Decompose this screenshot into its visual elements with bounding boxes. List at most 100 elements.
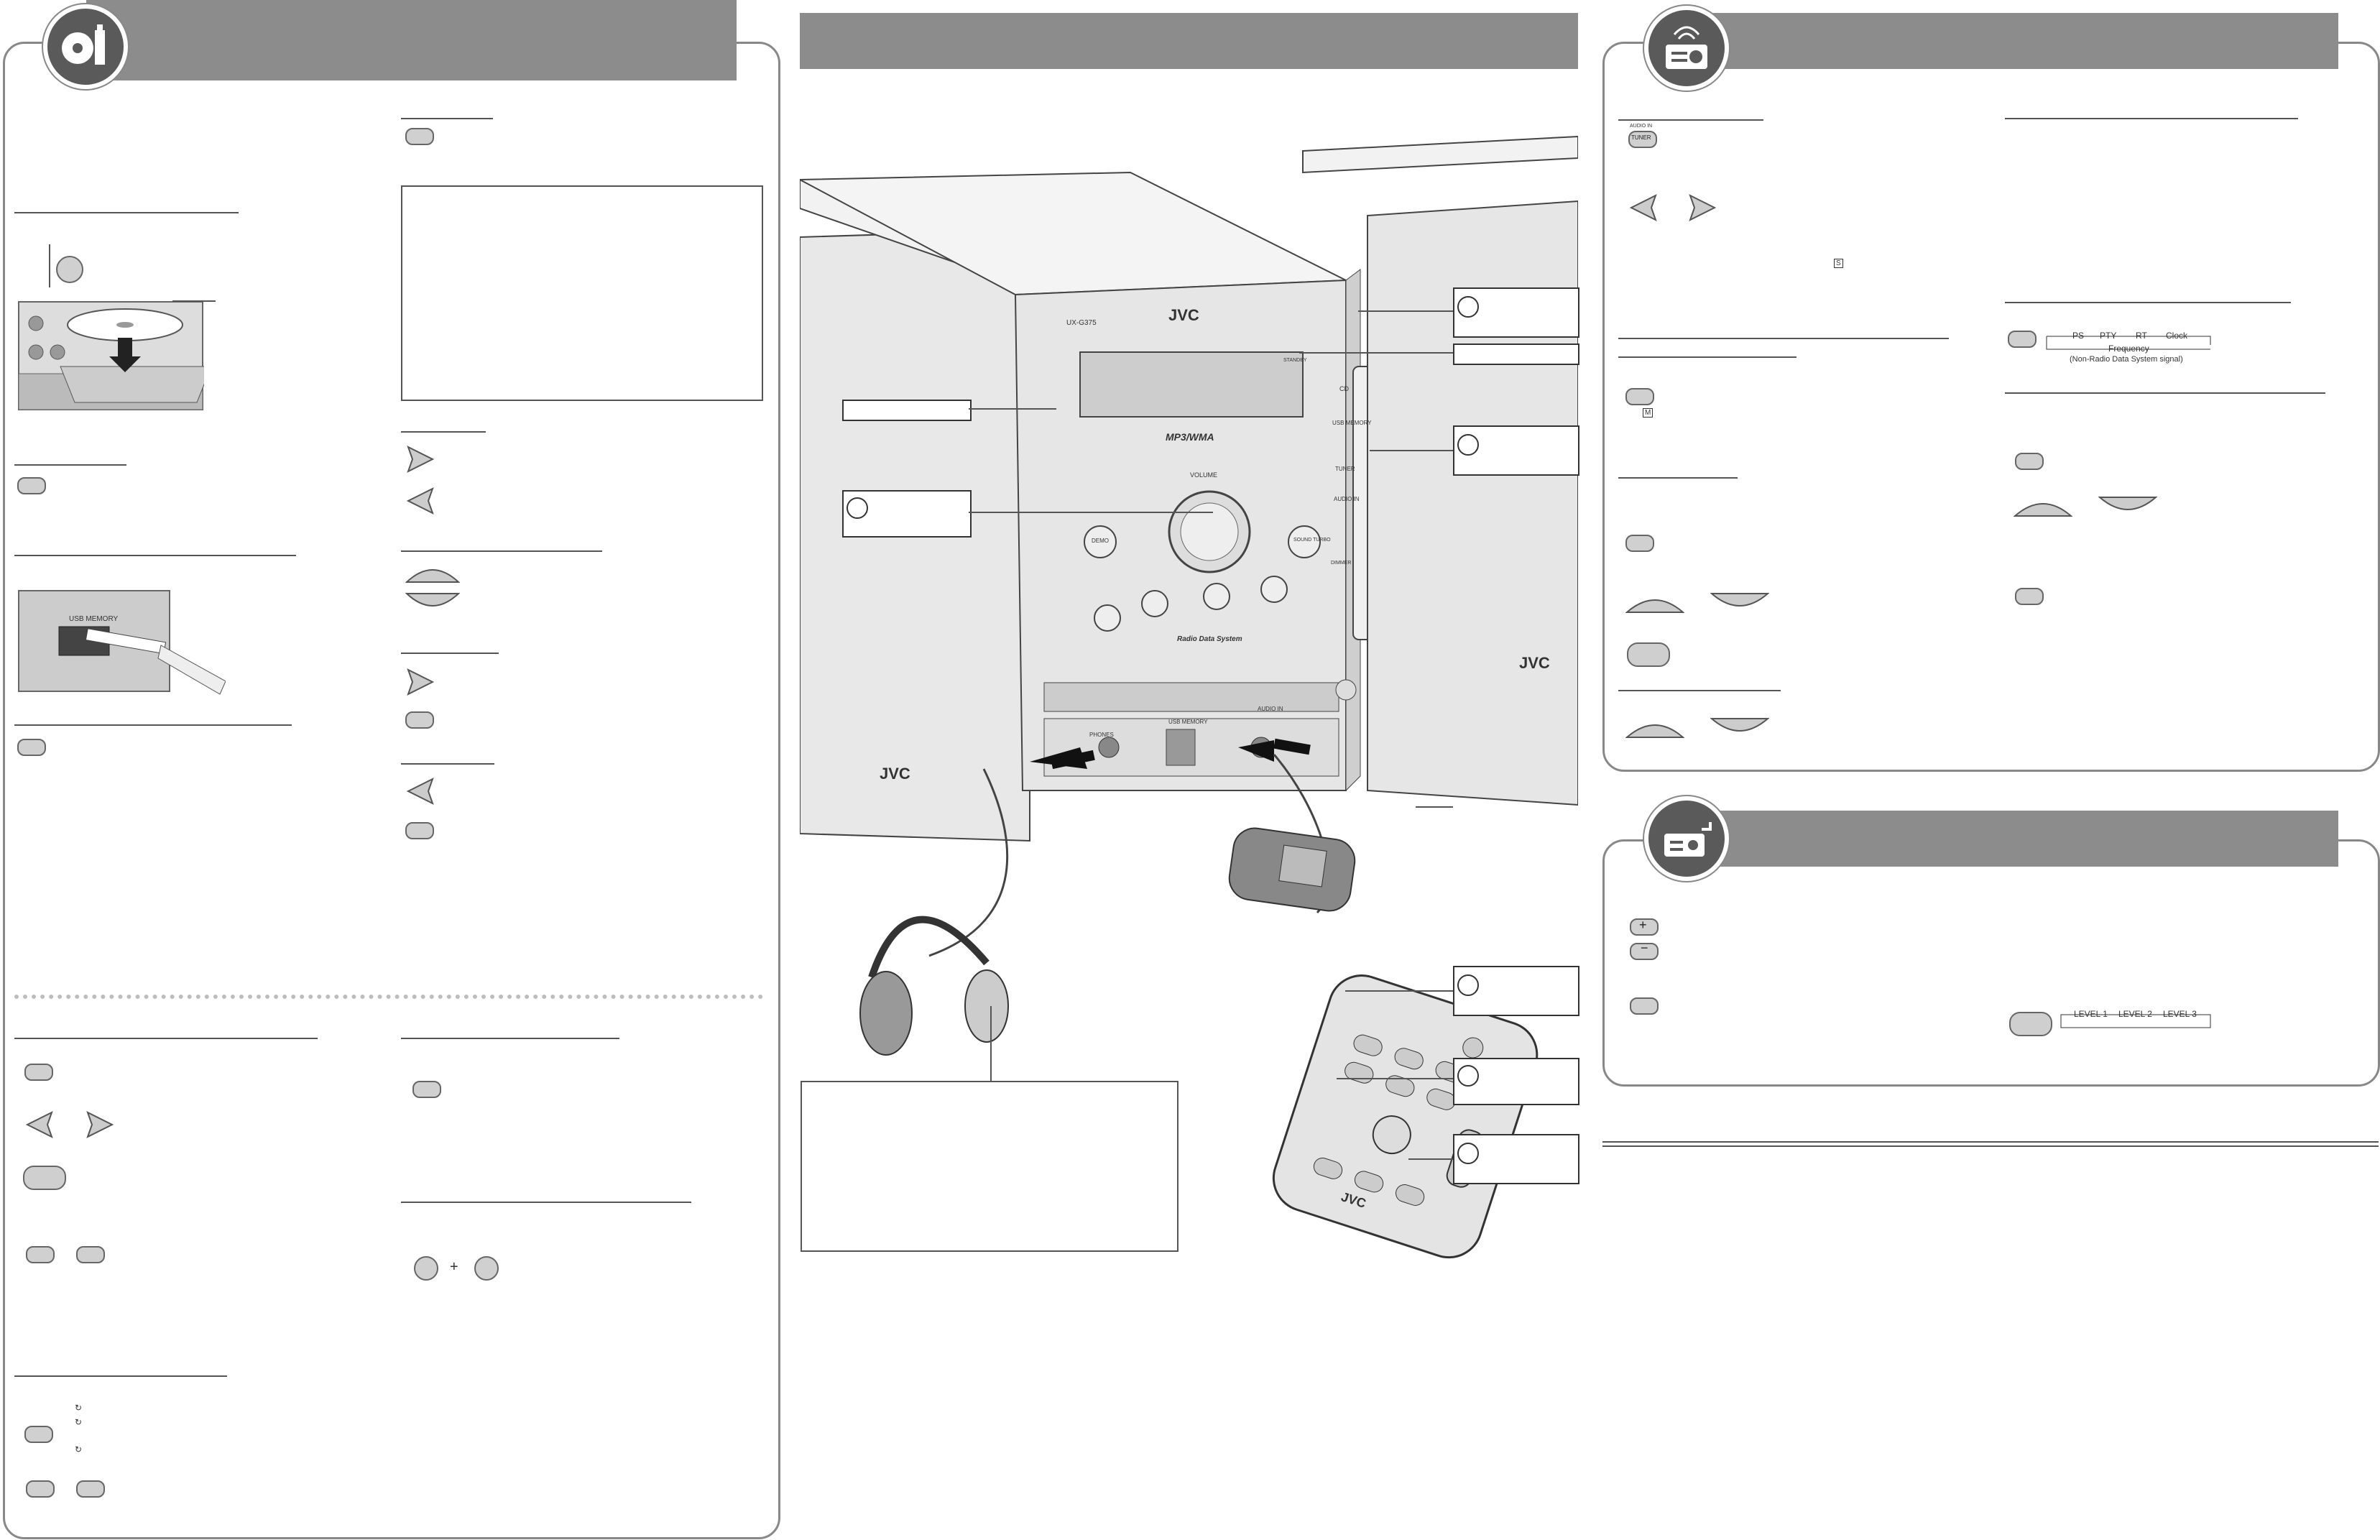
audio-in-header (1686, 811, 2338, 867)
ff-rule (401, 653, 499, 654)
dimmer-chain-diagram (2060, 1014, 2211, 1028)
random-button[interactable] (412, 1081, 441, 1098)
dimmer-button[interactable] (2009, 1012, 2052, 1036)
callout-remote-source-number (1457, 1065, 1479, 1087)
minus-icon: − (1641, 941, 1648, 955)
pty-rule (2005, 392, 2325, 394)
pty-confirm-button[interactable] (2015, 588, 2044, 605)
callout-source-number (1457, 434, 1479, 456)
preset-down-icon[interactable] (1710, 591, 1769, 615)
source-usb-label[interactable]: USB MEMORY (1332, 420, 1372, 426)
rds-display-rule (2005, 302, 2291, 303)
lock-stop-button[interactable] (414, 1256, 438, 1281)
program-confirm-button[interactable] (23, 1166, 66, 1190)
callout-player-leader (1416, 806, 1453, 808)
callout-standby-lamp-leader (1299, 352, 1453, 354)
system-illustration (800, 135, 1578, 1259)
program-button[interactable] (24, 1064, 53, 1081)
repeat-rule (14, 1375, 227, 1377)
unit-usb-label: USB MEMORY (1168, 719, 1208, 725)
tuner-header (1686, 13, 2338, 69)
eject-button[interactable] (56, 256, 83, 283)
preset-select-up-icon[interactable] (1625, 716, 1684, 740)
unit-format-label: MP3/WMA (1166, 431, 1214, 443)
play-section-rule (14, 464, 126, 466)
source-cd-label[interactable]: CD (1339, 385, 1349, 392)
rds-ps: PS (2072, 331, 2085, 341)
preset-store-rule (1618, 477, 1738, 479)
repeat-button[interactable] (24, 1426, 53, 1443)
headphone-note-leader (990, 1006, 992, 1081)
pty-search-button[interactable] (2015, 453, 2044, 470)
preset-select-down-icon[interactable] (1710, 716, 1769, 740)
volume-down-button[interactable]: − (1630, 941, 1659, 960)
usb-port-illustration (18, 590, 226, 695)
rew-main-icon[interactable] (405, 776, 435, 806)
footer-rule-2 (1602, 1145, 2379, 1147)
rds-pty: PTY (2100, 331, 2117, 341)
volume-up-button[interactable]: + (1630, 918, 1659, 936)
rew-remote-button[interactable] (405, 822, 434, 839)
preset-select-rule (1618, 690, 1781, 691)
folder-up-icon[interactable] (405, 561, 460, 585)
source-tuner-label[interactable]: TUNER (1335, 466, 1355, 472)
program-next-icon[interactable] (85, 1110, 115, 1140)
audio-in-icon (1644, 796, 1729, 881)
callout-remote-sensor-leader (969, 408, 1056, 410)
unit-rds-label: Radio Data System (1177, 635, 1242, 643)
callout-standby-leader (1358, 310, 1453, 312)
rew-rule (401, 763, 494, 765)
stereo-indicator: S (1834, 259, 1843, 268)
repeat-play-main[interactable] (26, 1480, 55, 1498)
program-play-remote[interactable] (76, 1246, 105, 1263)
tuner-prev-icon[interactable] (1628, 193, 1659, 223)
callout-standby-number (1457, 296, 1479, 318)
prev-track-icon[interactable] (405, 486, 435, 516)
sound-button[interactable] (1630, 997, 1659, 1015)
rds-clock: Clock (2166, 331, 2188, 341)
tuner-small-label: AUDIO IN (1630, 124, 1653, 129)
callout-volume (842, 490, 972, 538)
usb-play-pause-button[interactable] (17, 739, 46, 756)
program-prev-icon[interactable] (24, 1110, 55, 1140)
folder-down-icon[interactable] (405, 591, 460, 615)
repeat-one-icon: ↻ (75, 1403, 83, 1413)
tuner-next-icon[interactable] (1687, 193, 1717, 223)
usb-play-rule (14, 724, 292, 726)
set-button[interactable] (1625, 535, 1654, 552)
repeat-play-remote[interactable] (76, 1480, 105, 1498)
cd-usb-header (86, 0, 737, 80)
rds-display-button[interactable] (2008, 331, 2037, 348)
preset-confirm-button[interactable] (1627, 642, 1670, 667)
fm-mode-button[interactable] (1625, 388, 1654, 405)
stop-button[interactable] (405, 128, 434, 145)
dimmer-level-3: LEVEL 3 (2163, 1009, 2197, 1019)
callout-remote-volume-leader (1408, 1158, 1453, 1160)
plus-icon: + (1639, 918, 1647, 932)
unit-standby-label: STANDBY (1283, 358, 1307, 363)
callout-standby (1453, 287, 1579, 338)
source-audio-in-label[interactable]: AUDIO IN (1334, 496, 1360, 502)
play-pause-button[interactable] (17, 477, 46, 494)
pty-down-icon[interactable] (2098, 494, 2157, 519)
pty-up-icon[interactable] (2014, 494, 2072, 519)
callout-volume-leader (969, 512, 1213, 513)
callout-remote-volume-number (1457, 1143, 1479, 1164)
unit-model: UX-G375 (1066, 319, 1097, 327)
ff-main-icon[interactable] (405, 667, 435, 697)
rds-rule (2005, 118, 2298, 119)
preset-up-icon[interactable] (1625, 591, 1684, 615)
note-box (401, 185, 763, 401)
stop-rule (401, 118, 493, 119)
tuner-button[interactable]: TUNER (1628, 131, 1657, 148)
ff-remote-button[interactable] (405, 711, 434, 729)
callout-volume-number (847, 497, 868, 519)
eject-leader (49, 244, 50, 287)
tuner-panel (1602, 42, 2380, 772)
next-track-icon[interactable] (405, 444, 435, 474)
callout-remote-standby-number (1457, 974, 1479, 996)
program-play-main[interactable] (26, 1246, 55, 1263)
lock-eject-button[interactable] (474, 1256, 499, 1281)
center-header (800, 13, 1578, 69)
unit-audio-in-label: AUDIO IN (1258, 706, 1283, 712)
